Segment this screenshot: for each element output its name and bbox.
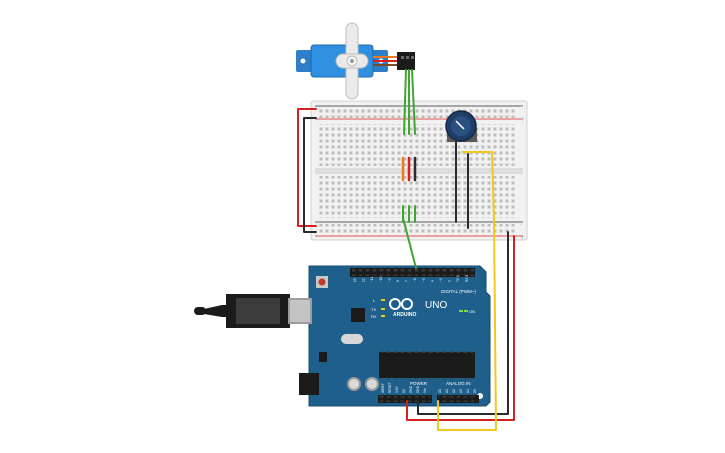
center-channel	[315, 168, 523, 174]
crystal-oscillator	[341, 334, 363, 344]
analog-pin-label: A1	[445, 389, 449, 393]
digital-pin-label: ~10	[379, 276, 383, 282]
capacitor-top	[367, 379, 377, 389]
power-pin-label: 5V	[402, 388, 406, 393]
model-label: UNO	[425, 300, 447, 311]
voltage-regulator	[319, 352, 327, 362]
terminal-strip-top[interactable]	[319, 124, 517, 166]
usb-cable-end	[194, 307, 206, 315]
digital-pin-label: 8	[396, 280, 400, 282]
atmega-chip	[379, 352, 475, 378]
digital-pin-label: ~6	[413, 278, 417, 282]
potentiometer[interactable]	[445, 110, 477, 142]
digital-pin-label: ~11	[370, 277, 374, 282]
usb-controller-chip	[351, 308, 365, 322]
digital-pin-labels: 13 12 ~11 ~10 ~9 8 7 ~6 ~5 4 ~3 2 TX 1 RX 0	[353, 275, 469, 282]
servo-mount-hole	[300, 58, 306, 64]
power-pin-label: GND	[416, 385, 420, 393]
digital-pin-label: 7	[405, 280, 409, 282]
power-pin-label: RESET	[388, 382, 392, 393]
digital-pin-label: 4	[430, 280, 434, 282]
rx-label: RX	[371, 314, 377, 319]
wire-black-gnd[interactable]	[417, 231, 509, 415]
arduino-logo-icon	[389, 298, 413, 310]
digital-pin-label: 2	[448, 280, 452, 282]
digital-label: DIGITAL (PWM~)	[441, 289, 476, 294]
digital-header-holes[interactable]	[352, 269, 474, 276]
digital-pin-label: 12	[362, 278, 366, 282]
potentiometer-wiper-indicator	[455, 120, 465, 130]
digital-pin-label: TX 1	[456, 275, 460, 282]
analog-pin-label: A2	[452, 389, 456, 393]
wire-black-rail-bridge[interactable]	[303, 117, 317, 233]
l-label: L	[373, 298, 376, 303]
usb-b-connector-shell	[290, 300, 310, 322]
power-rail-top[interactable]	[319, 108, 517, 118]
usb-cable-strain-relief	[204, 305, 226, 317]
rail-label-plus-bottom: +	[520, 234, 525, 241]
digital-pin-label: ~3	[439, 278, 443, 282]
wire-yellow-a0[interactable]	[437, 217, 497, 431]
servo-horn[interactable]	[335, 22, 369, 100]
terminal-strip-bottom[interactable]	[319, 176, 517, 218]
l-led	[381, 299, 385, 301]
servo-motor[interactable]	[296, 22, 415, 100]
wire-red-5v[interactable]	[406, 235, 515, 421]
dc-power-jack[interactable]	[299, 373, 319, 395]
digital-pin-label: 13	[353, 278, 357, 282]
power-pin-label: 3.3V	[395, 386, 399, 393]
power-pin-label: Vin	[423, 388, 427, 393]
wire-green-servo-3[interactable]	[411, 69, 416, 135]
usb-cable[interactable]	[194, 294, 312, 328]
wire-green-servo-1[interactable]	[403, 69, 407, 135]
tx-led	[381, 308, 385, 310]
power-label: POWER	[410, 381, 428, 386]
wires	[297, 69, 515, 431]
on-led-pair	[464, 310, 468, 312]
analog-pin-label: A0	[438, 389, 442, 393]
power-header-holes[interactable]	[379, 396, 431, 402]
analog-pin-label: A3	[459, 389, 463, 393]
capacitor-top	[349, 379, 359, 389]
power-rail-bottom[interactable]	[319, 224, 517, 234]
analog-header-holes[interactable]	[438, 396, 478, 402]
digital-pin-label: ~9	[387, 278, 391, 282]
wire-yellow-pot-wiper[interactable]	[461, 151, 495, 223]
wire-red-rail-bridge[interactable]	[297, 108, 317, 227]
digital-pin-label: ~5	[422, 278, 426, 282]
brand-label: ARDUINO	[393, 312, 416, 318]
servo-connector[interactable]	[397, 52, 415, 70]
rx-led	[381, 315, 385, 317]
reset-button-cap[interactable]	[318, 278, 326, 286]
rail-label-plus-top: +	[520, 116, 525, 123]
chip-pins-top	[381, 350, 473, 353]
on-label: ON	[469, 309, 475, 314]
tx-label: TX	[371, 307, 376, 312]
rail-label-minus-bottom: -	[520, 221, 522, 228]
analog-pin-label: A4	[466, 389, 470, 393]
power-pin-label: GND	[409, 385, 413, 393]
analog-label: ANALOG IN	[446, 381, 471, 386]
on-led	[459, 310, 463, 312]
usb-plug-grip	[236, 298, 280, 324]
analog-pin-label: A5	[473, 389, 477, 393]
wire-green-signal-pin[interactable]	[402, 217, 417, 269]
digital-pin-label: RX 0	[465, 275, 469, 282]
rail-label-minus-top: -	[520, 103, 522, 110]
chip-pins-bottom	[381, 377, 473, 380]
arduino-uno-board[interactable]: DIGITAL (PWM~) ARDUINO UNO L TX RX ON	[299, 265, 491, 407]
power-pin-label: IOREF	[381, 383, 385, 393]
